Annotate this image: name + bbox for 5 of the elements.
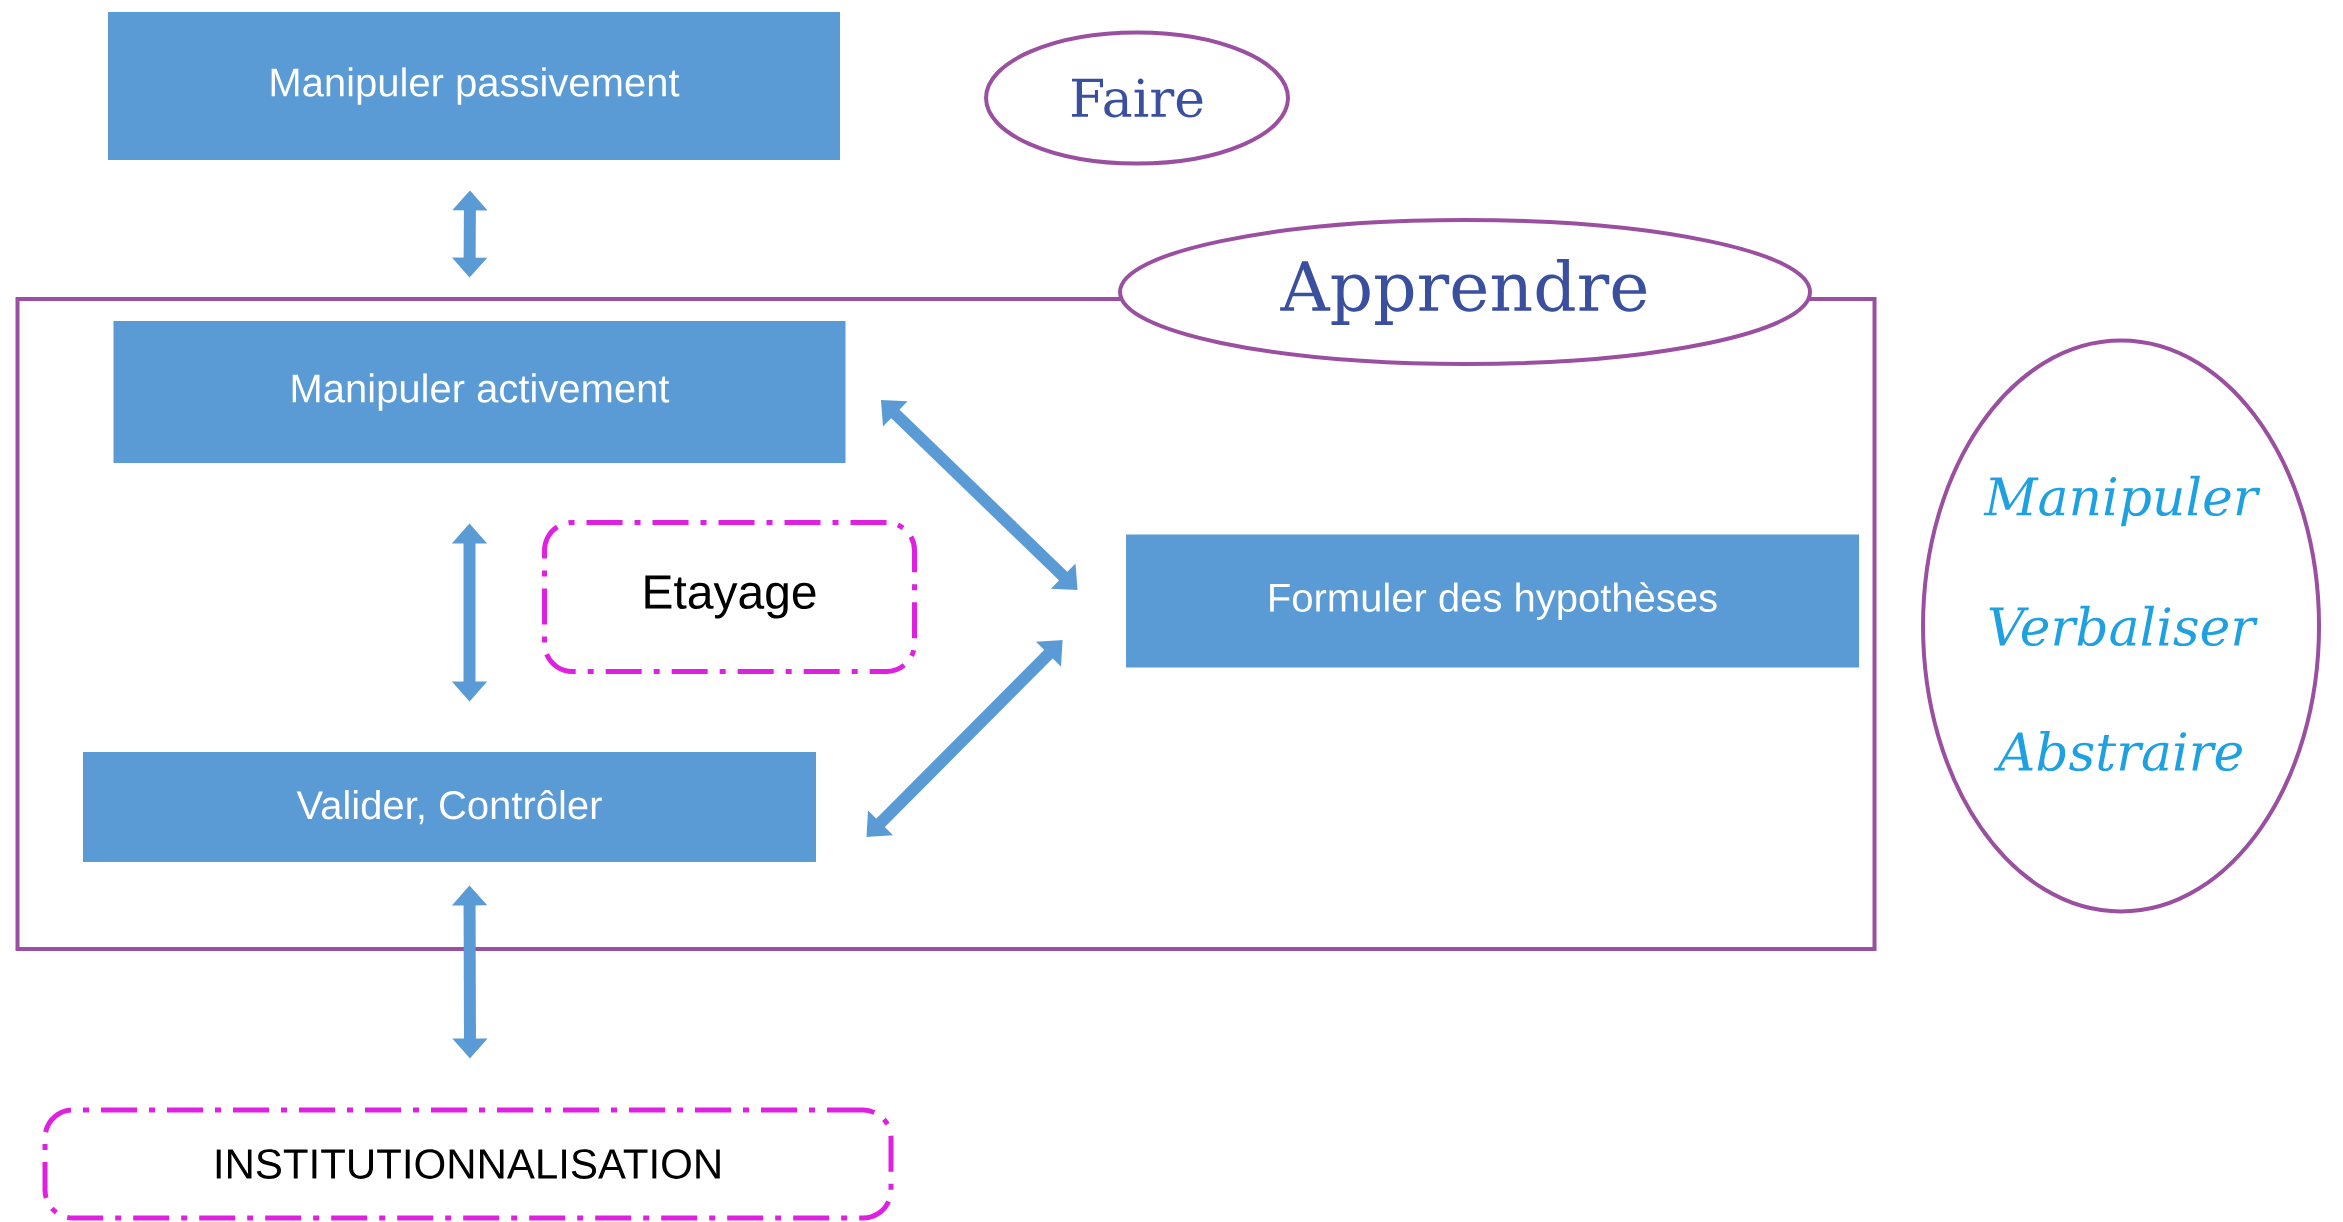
- double-arrow: [866, 640, 1063, 837]
- process-box: Formuler des hypothèses: [1126, 534, 1859, 668]
- process-box: Manipuler activement: [113, 321, 846, 463]
- process-box: Valider, Contrôler: [83, 752, 816, 862]
- process-box: Manipuler passivement: [108, 12, 840, 160]
